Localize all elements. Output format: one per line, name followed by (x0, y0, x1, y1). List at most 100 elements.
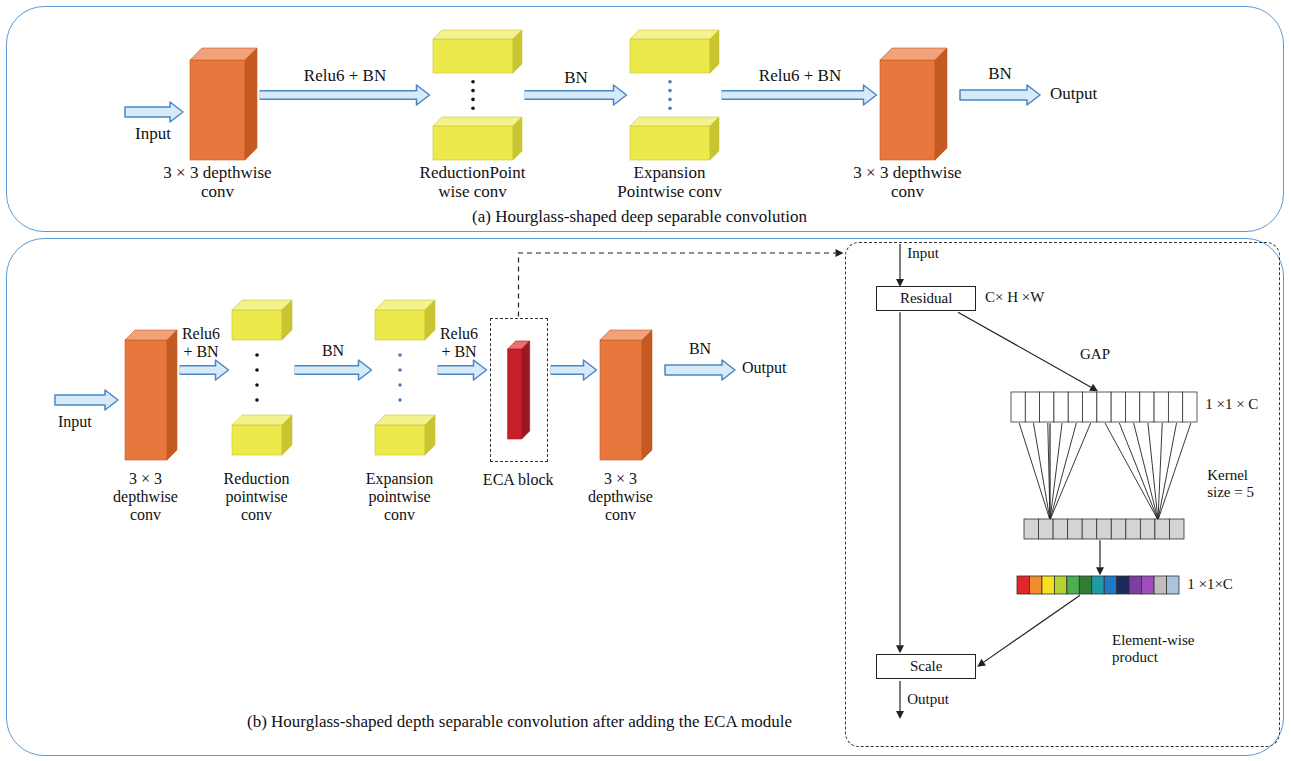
pointwise-conv-stack: Expansion pointwise conv (375, 300, 435, 455)
front-face (125, 340, 167, 460)
fan-line (1148, 423, 1158, 520)
edge-label: Relu6 + BN (304, 66, 386, 86)
arrow-fill (722, 92, 866, 99)
block-label: Reduction pointwise conv (216, 470, 298, 525)
side-face (282, 415, 292, 455)
fan-line (1105, 423, 1158, 520)
top-face (433, 117, 522, 126)
signal-arrow (958, 312, 1098, 391)
arrow-line (519, 253, 836, 317)
fan-line (1119, 423, 1158, 520)
arrowhead (836, 249, 844, 257)
depthwise-conv-block: 3 × 3 depthwise conv (190, 48, 257, 160)
side-face (513, 30, 522, 73)
block-label: 3 × 3 depthwise conv (153, 163, 283, 202)
fan-line (1158, 423, 1162, 520)
front-face (630, 126, 710, 160)
flow-arrow (260, 85, 430, 105)
cuboid (232, 300, 292, 340)
block-shape (1024, 519, 1184, 539)
side-face (425, 300, 435, 340)
top-face (630, 117, 719, 126)
top-face (232, 415, 292, 425)
arrow-fill (438, 367, 476, 374)
annotation: BN (689, 340, 711, 358)
pointwise-conv-stack: ReductionPoint wise conv (433, 30, 522, 160)
pointwise-conv-stack: Expansion Pointwise conv (630, 30, 719, 160)
side-face (710, 30, 719, 73)
vector-cells (1011, 392, 1197, 422)
front-face (630, 39, 710, 73)
block-label: (a) Hourglass-shaped deep separable conv… (472, 207, 807, 227)
front-face (433, 39, 513, 73)
cuboid (630, 117, 719, 160)
side-face (513, 117, 522, 160)
edge-label: Relu6 + BN (436, 325, 482, 362)
arrow-line (958, 312, 1091, 387)
ellipsis-dots (255, 353, 259, 402)
block-shape (1011, 392, 1197, 422)
arrowhead (1089, 384, 1098, 391)
block-shape (1017, 576, 1179, 594)
front-face (375, 310, 425, 340)
cuboid (375, 415, 435, 455)
eca-block: ECA block (490, 318, 548, 462)
arrowhead (896, 645, 904, 653)
side-face (521, 341, 529, 439)
side-face (282, 300, 292, 340)
cuboid (880, 48, 947, 160)
signal-arrow (1096, 540, 1104, 575)
block-label: Expansion Pointwise conv (607, 163, 732, 202)
arrow-fill (525, 92, 616, 99)
block-label: 1 ×1×C (1187, 576, 1233, 593)
cuboid (125, 330, 177, 460)
depthwise-conv-block: 3 × 3 depthwise conv (125, 330, 177, 460)
block-shape (880, 48, 947, 160)
cuboid (375, 300, 435, 340)
front-face (433, 126, 513, 160)
block-label: 3 × 3 depthwise conv (843, 163, 973, 202)
block-label: Kernel size = 5 (1207, 467, 1271, 502)
top-face (630, 30, 719, 39)
kernel-fan-lines (1019, 423, 1191, 520)
front-face (190, 60, 245, 160)
block-shape (600, 330, 652, 460)
channel-vector: 1 ×1×C (1017, 576, 1179, 594)
box-label: Scale (910, 658, 942, 675)
channel-vector: Kernel size = 5 (1024, 519, 1184, 539)
block-label: Output (907, 691, 949, 708)
front-face (375, 425, 425, 455)
ellipsis-dots (471, 80, 475, 110)
annotation: BN (988, 64, 1012, 84)
cuboid (630, 30, 719, 73)
output-arrowhead (896, 711, 904, 719)
fan-line (1158, 423, 1177, 520)
edge-label: GAP (1080, 346, 1110, 363)
flow-arrow (551, 360, 597, 380)
input-arrow (55, 390, 118, 410)
input-arrow (125, 102, 183, 122)
block-label: ReductionPoint wise conv (410, 163, 535, 202)
annotation: C× H ×W (985, 289, 1044, 306)
depthwise-conv-block: 3 × 3 depthwise conv (600, 330, 652, 460)
side-face (167, 330, 177, 460)
cuboid (507, 341, 529, 439)
output-line (899, 681, 900, 712)
block-label: 3 × 3 depthwise conv (105, 470, 187, 525)
box-label: Residual (900, 290, 953, 307)
flow-arrow (525, 85, 627, 105)
output-arrow (665, 360, 735, 380)
cuboid (232, 415, 292, 455)
arrow-fill (260, 92, 419, 99)
edge-label: BN (564, 68, 588, 88)
depthwise-conv-block: 3 × 3 depthwise conv (880, 48, 947, 160)
cuboid (433, 30, 522, 73)
ellipsis-dots (398, 353, 402, 402)
block-shape (190, 48, 257, 160)
zoom-arrow (519, 249, 844, 317)
top-face (375, 300, 435, 310)
top-face (375, 415, 435, 425)
front-face (507, 349, 521, 439)
side-face (245, 48, 257, 160)
fan-line (1134, 423, 1158, 520)
